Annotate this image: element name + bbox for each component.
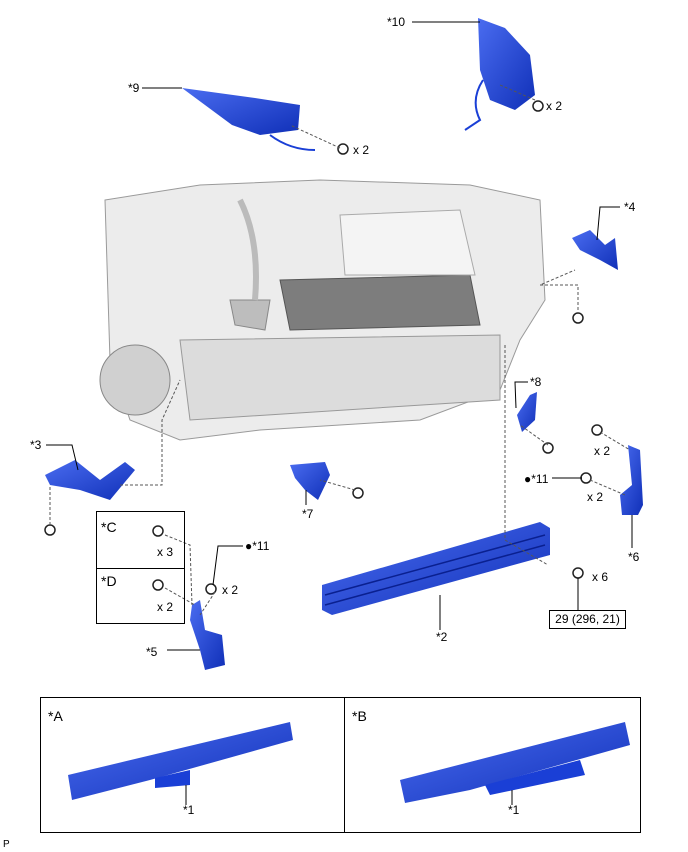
- vehicle-body: [99, 179, 546, 441]
- callout-2: *2: [436, 630, 448, 644]
- callout-11-left: ●*11: [245, 539, 270, 553]
- torque-spec: 29 (296, 21): [549, 610, 626, 629]
- panel-b-label: *B: [352, 708, 367, 724]
- qty-8: x 2: [594, 444, 611, 458]
- part-7-bracket: [290, 462, 330, 500]
- bolt-icons: [44, 100, 603, 595]
- variant-d-qty: x 2: [157, 600, 174, 614]
- variant-c-qty: x 3: [157, 545, 174, 559]
- callout-6: *6: [628, 550, 640, 564]
- footer-code: P: [3, 839, 10, 850]
- panel-a-part: *1: [183, 803, 195, 817]
- part-3-bracket: [45, 460, 135, 500]
- variant-c-label: *C: [101, 519, 117, 535]
- panel-b-part: *1: [508, 803, 520, 817]
- qty-10: x 2: [546, 99, 563, 113]
- part-6-bracket: [620, 445, 643, 515]
- callout-3: *3: [30, 438, 42, 452]
- part-9-tail-lamp: [182, 88, 300, 135]
- qty-11-left: x 2: [222, 583, 239, 597]
- callout-5: *5: [146, 645, 158, 659]
- part-2-reinforcement-beam: [322, 522, 550, 615]
- callout-4: *4: [624, 200, 636, 214]
- part-10-tail-lamp: [478, 18, 535, 110]
- callout-10: *10: [387, 15, 406, 29]
- leader-lines: [46, 21, 633, 805]
- part-4-bracket: [572, 230, 618, 270]
- callout-8: *8: [530, 375, 542, 389]
- qty-9: x 2: [353, 143, 370, 157]
- part-5-bracket: [190, 600, 225, 670]
- panel-a-label: *A: [48, 708, 63, 724]
- variant-d-label: *D: [101, 573, 117, 589]
- callout-7: *7: [302, 507, 314, 521]
- callout-9: *9: [128, 81, 140, 95]
- dashed-lines: [49, 84, 631, 616]
- part-1-absorber-a: [68, 722, 293, 800]
- part-1-absorber-b: [400, 722, 630, 803]
- variant-box: *C x 3 *D x 2: [96, 511, 185, 624]
- qty-2: x 6: [592, 570, 609, 584]
- part-8-bracket: [517, 392, 537, 432]
- qty-11-right: x 2: [587, 490, 604, 504]
- variant-panels: *A *1 *B *1: [40, 697, 641, 833]
- callout-11-right: ●*11: [524, 472, 549, 486]
